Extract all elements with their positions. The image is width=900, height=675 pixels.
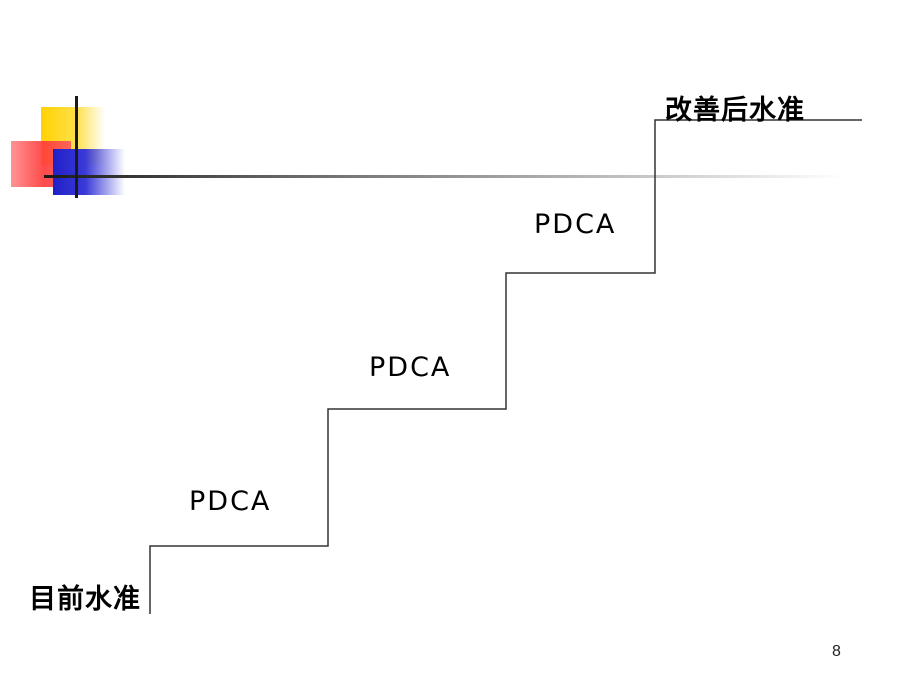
pdca-step-label: PDCA — [189, 486, 272, 517]
decorative-logo — [0, 0, 900, 200]
pdca-step-label: PDCA — [534, 209, 617, 240]
improved-level-label: 改善后水准 — [665, 95, 805, 126]
staircase-line — [149, 119, 862, 614]
vertical-accent-line — [75, 96, 78, 198]
page-number: 8 — [832, 643, 841, 660]
blue-square-decoration — [53, 149, 125, 195]
header-rule — [44, 175, 844, 178]
pdca-step-label: PDCA — [369, 352, 452, 383]
current-level-label: 目前水准 — [29, 584, 141, 615]
